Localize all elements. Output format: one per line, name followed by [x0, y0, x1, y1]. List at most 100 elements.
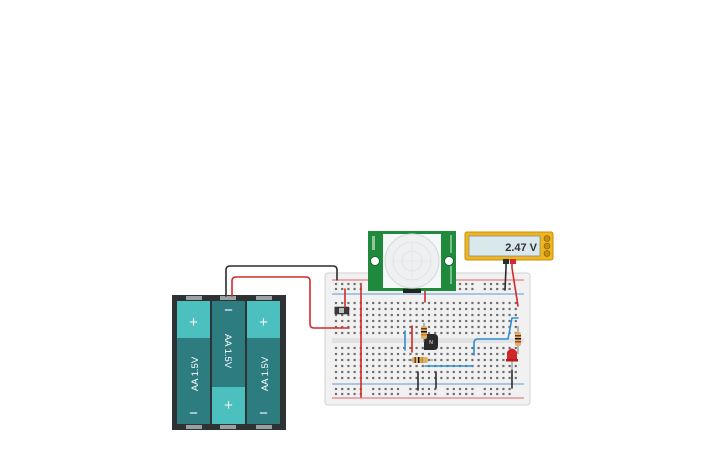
breadboard-hole[interactable]	[409, 376, 412, 380]
breadboard-hole[interactable]	[465, 307, 468, 311]
breadboard-hole[interactable]	[434, 307, 437, 311]
breadboard-hole[interactable]	[496, 282, 499, 286]
breadboard-hole[interactable]	[415, 370, 418, 374]
breadboard-hole[interactable]	[390, 392, 393, 396]
breadboard-hole[interactable]	[514, 319, 517, 323]
breadboard-hole[interactable]	[477, 325, 480, 329]
breadboard-hole[interactable]	[483, 387, 486, 391]
breadboard-hole[interactable]	[353, 358, 356, 362]
breadboard-hole[interactable]	[365, 376, 369, 380]
breadboard-hole[interactable]	[465, 331, 468, 335]
breadboard-hole[interactable]	[372, 301, 375, 305]
breadboard-hole[interactable]	[446, 370, 449, 374]
breadboard-hole[interactable]	[421, 370, 424, 374]
breadboard-hole[interactable]	[378, 325, 381, 329]
breadboard-hole[interactable]	[372, 331, 375, 335]
breadboard-hole[interactable]	[347, 358, 350, 362]
breadboard-hole[interactable]	[483, 352, 486, 356]
breadboard-hole[interactable]	[403, 358, 406, 362]
breadboard-hole[interactable]	[372, 352, 375, 356]
breadboard-hole[interactable]	[415, 352, 418, 356]
breadboard-hole[interactable]	[390, 307, 393, 311]
breadboard-hole[interactable]	[452, 376, 455, 380]
breadboard-hole[interactable]	[477, 346, 480, 350]
breadboard-hole[interactable]	[353, 325, 356, 329]
breadboard-hole[interactable]	[347, 282, 350, 286]
breadboard-hole[interactable]	[489, 387, 493, 391]
breadboard-hole[interactable]	[403, 319, 406, 323]
breadboard-hole[interactable]	[390, 301, 393, 305]
breadboard-hole[interactable]	[409, 307, 412, 311]
breadboard-hole[interactable]	[372, 307, 375, 311]
breadboard-hole[interactable]	[390, 319, 393, 323]
breadboard-hole[interactable]	[415, 301, 418, 305]
breadboard-hole[interactable]	[452, 325, 455, 329]
battery-negative-wire[interactable]	[225, 265, 338, 297]
breadboard-hole[interactable]	[384, 325, 387, 329]
breadboard-hole[interactable]	[465, 352, 468, 356]
breadboard-hole[interactable]	[465, 319, 468, 323]
breadboard-hole[interactable]	[409, 387, 412, 391]
breadboard-hole[interactable]	[341, 352, 344, 356]
breadboard-hole[interactable]	[390, 387, 393, 391]
breadboard-hole[interactable]	[415, 392, 418, 396]
breadboard-hole[interactable]	[465, 392, 468, 396]
breadboard-hole[interactable]	[489, 301, 493, 305]
breadboard-hole[interactable]	[434, 387, 437, 391]
resistor-3[interactable]	[515, 326, 521, 354]
breadboard-hole[interactable]	[353, 319, 356, 323]
slide-switch-knob[interactable]	[339, 308, 344, 313]
breadboard-hole[interactable]	[378, 307, 381, 311]
breadboard-hole[interactable]	[378, 392, 381, 396]
breadboard-hole[interactable]	[471, 370, 474, 374]
breadboard-hole[interactable]	[458, 352, 462, 356]
breadboard-hole[interactable]	[427, 325, 431, 329]
breadboard-hole[interactable]	[334, 325, 338, 329]
breadboard-hole[interactable]	[496, 370, 499, 374]
breadboard-hole[interactable]	[502, 301, 505, 305]
breadboard-hole[interactable]	[378, 387, 381, 391]
breadboard-hole[interactable]	[396, 307, 400, 311]
breadboard-hole[interactable]	[496, 346, 499, 350]
breadboard-hole[interactable]	[378, 313, 381, 317]
breadboard-hole[interactable]	[458, 331, 462, 335]
breadboard-hole[interactable]	[446, 325, 449, 329]
breadboard-hole[interactable]	[415, 313, 418, 317]
breadboard-hole[interactable]	[471, 387, 474, 391]
breadboard-hole[interactable]	[446, 352, 449, 356]
breadboard-hole[interactable]	[514, 346, 517, 350]
breadboard-hole[interactable]	[483, 313, 486, 317]
breadboard-hole[interactable]	[446, 358, 449, 362]
breadboard-hole[interactable]	[514, 376, 517, 380]
breadboard-hole[interactable]	[446, 319, 449, 323]
breadboard-hole[interactable]	[378, 358, 381, 362]
breadboard-hole[interactable]	[477, 307, 480, 311]
breadboard-hole[interactable]	[347, 352, 350, 356]
breadboard-hole[interactable]	[396, 358, 400, 362]
breadboard-hole[interactable]	[415, 319, 418, 323]
breadboard-hole[interactable]	[372, 313, 375, 317]
breadboard-hole[interactable]	[353, 313, 356, 317]
breadboard-hole[interactable]	[483, 301, 486, 305]
breadboard-hole[interactable]	[396, 319, 400, 323]
breadboard-hole[interactable]	[465, 287, 468, 291]
breadboard-hole[interactable]	[465, 325, 468, 329]
breadboard-hole[interactable]	[452, 301, 455, 305]
breadboard-hole[interactable]	[347, 364, 350, 368]
breadboard-hole[interactable]	[446, 331, 449, 335]
led-signal-wire[interactable]	[473, 317, 519, 356]
breadboard-hole[interactable]	[471, 301, 474, 305]
breadboard-hole[interactable]	[508, 346, 511, 350]
breadboard-hole[interactable]	[353, 282, 356, 286]
breadboard-hole[interactable]	[403, 370, 406, 374]
breadboard-hole[interactable]	[384, 387, 387, 391]
breadboard-hole[interactable]	[508, 319, 511, 323]
breadboard-hole[interactable]	[415, 364, 418, 368]
breadboard-hole[interactable]	[384, 364, 387, 368]
breadboard-hole[interactable]	[421, 301, 424, 305]
breadboard-hole[interactable]	[483, 307, 486, 311]
breadboard-hole[interactable]	[477, 319, 480, 323]
breadboard-hole[interactable]	[489, 331, 493, 335]
breadboard-hole[interactable]	[372, 392, 375, 396]
multimeter-black-lead[interactable]	[504, 259, 507, 291]
